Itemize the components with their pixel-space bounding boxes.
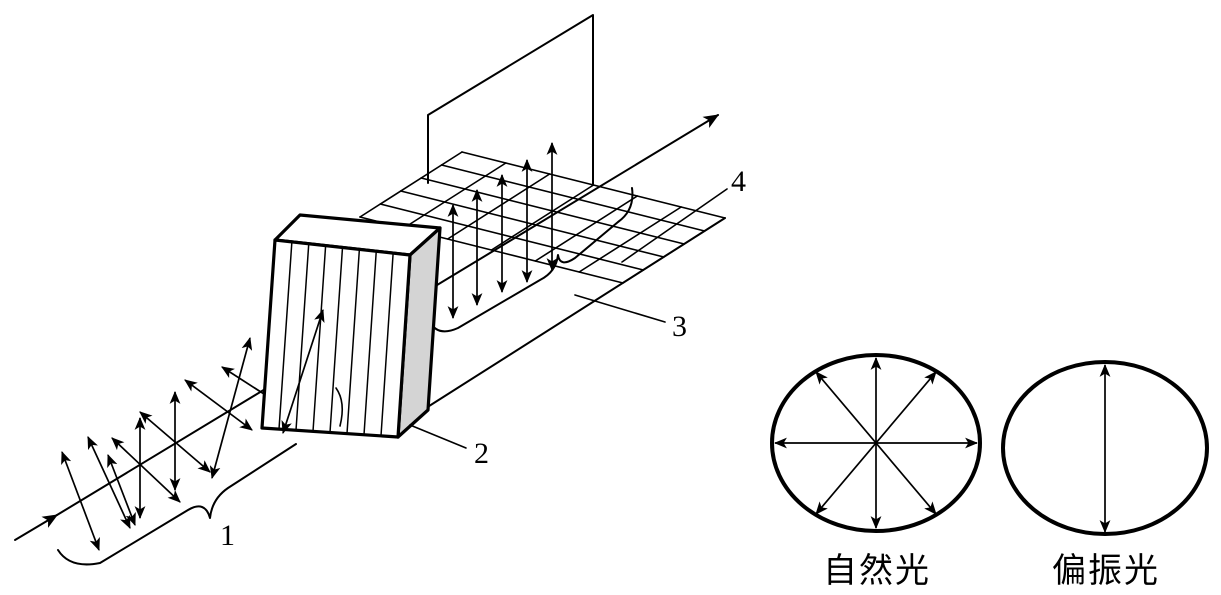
polarizer-stripe bbox=[363, 250, 377, 436]
polarizer-stripe bbox=[380, 252, 394, 437]
polarized-light-brace bbox=[429, 187, 634, 333]
grid-line bbox=[403, 162, 507, 229]
natural-arrow bbox=[209, 336, 253, 480]
label-3: 3 bbox=[672, 310, 687, 343]
label-2: 2 bbox=[474, 437, 489, 470]
grid-line bbox=[578, 206, 682, 273]
grid-line bbox=[359, 151, 463, 218]
leader-4 bbox=[621, 188, 728, 263]
polarized-light-caption: 偏振光 bbox=[1052, 551, 1160, 591]
polarizer-stripe bbox=[329, 246, 344, 434]
natural-arrow bbox=[61, 450, 100, 552]
polarized-light-section bbox=[1001, 360, 1209, 536]
back-screen bbox=[427, 14, 594, 185]
natural-arrow bbox=[139, 411, 211, 473]
beam-input-arrow bbox=[14, 514, 59, 541]
natural-light-brace bbox=[57, 443, 297, 566]
grid-line bbox=[490, 184, 595, 251]
natural-arrow bbox=[87, 436, 131, 529]
natural-arrow bbox=[184, 379, 253, 431]
polarized-light-ellipse bbox=[1001, 360, 1209, 536]
leader-3 bbox=[574, 294, 666, 323]
polarizer bbox=[260, 213, 442, 439]
natural-light-caption: 自然光 bbox=[823, 551, 931, 591]
natural-vibration-arrows bbox=[61, 336, 293, 552]
polarizer-stripe bbox=[346, 248, 361, 435]
label-1: 1 bbox=[220, 519, 235, 552]
natural-light-section bbox=[770, 353, 982, 533]
polarized-vibration-arrows bbox=[447, 141, 558, 320]
natural-brace-end bbox=[335, 387, 344, 427]
label-4: 4 bbox=[731, 165, 746, 198]
natural-section-arrow bbox=[815, 371, 937, 515]
natural-light-ellipse bbox=[770, 353, 982, 533]
natural-arrow-on-polarizer bbox=[281, 308, 325, 435]
leader-2 bbox=[409, 424, 467, 449]
plane-edge-right bbox=[425, 217, 726, 409]
